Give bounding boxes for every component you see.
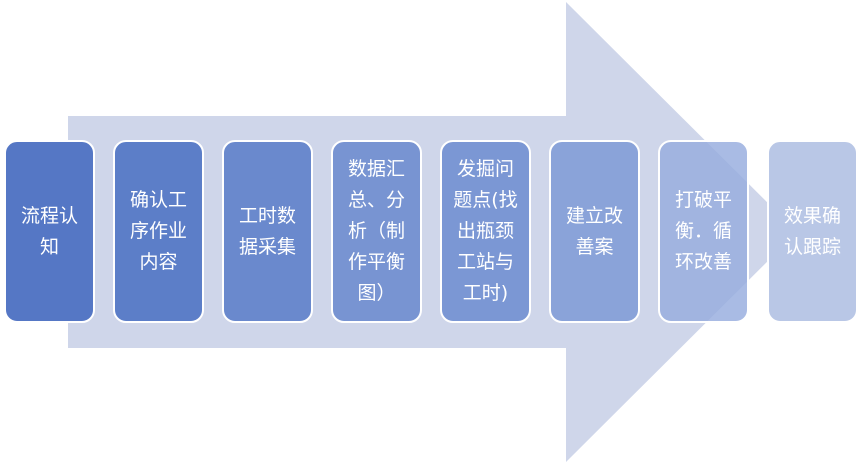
step-1-label: 流程认 知	[20, 204, 78, 258]
step-7: 打破平 衡．循 环改善	[658, 140, 749, 323]
step-1: 流程认 知	[4, 140, 95, 323]
arrow-shape	[68, 2, 797, 462]
step-5: 发掘问 题点(找 出瓶颈 工站与 工时)	[440, 140, 531, 323]
step-4: 数据汇 总、分 析（制 作平衡 图）	[331, 140, 422, 323]
step-7-label: 打破平 衡．循 环改善	[674, 189, 732, 273]
step-2-label: 确认工 序作业 内容	[129, 189, 187, 273]
step-6-label: 建立改 善案	[565, 204, 623, 258]
step-8-label: 效果确 认跟踪	[783, 204, 841, 258]
step-8: 效果确 认跟踪	[767, 140, 858, 323]
step-4-label: 数据汇 总、分 析（制 作平衡 图）	[347, 158, 405, 304]
step-3-label: 工时数 据采集	[238, 204, 296, 258]
step-3: 工时数 据采集	[222, 140, 313, 323]
step-2: 确认工 序作业 内容	[113, 140, 204, 323]
step-6: 建立改 善案	[549, 140, 640, 323]
step-5-label: 发掘问 题点(找 出瓶颈 工站与 工时)	[453, 158, 518, 304]
